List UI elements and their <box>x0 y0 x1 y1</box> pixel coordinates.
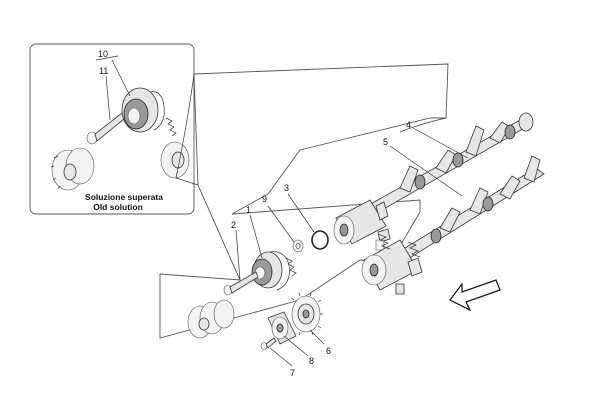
screw <box>260 337 277 350</box>
inset-variator-pulley <box>121 87 165 133</box>
camshaft-hub-lower <box>361 239 423 295</box>
leader-5 <box>389 145 463 197</box>
leader-2 <box>235 229 241 281</box>
inset-gear-right <box>160 141 190 179</box>
head-edge-inner <box>399 117 447 133</box>
leader-10 <box>95 55 119 61</box>
callout-6: 6 <box>326 346 331 356</box>
o-ring <box>311 230 329 250</box>
pulley-spring <box>285 257 297 277</box>
leader-6 <box>309 329 325 345</box>
leader-1 <box>249 214 263 259</box>
camshaft-upper <box>359 112 534 219</box>
callout-1: 1 <box>246 205 251 215</box>
valve-spring-1 <box>377 233 391 250</box>
drive-gear <box>290 292 323 336</box>
leader-10b <box>111 59 131 97</box>
camshaft-lower <box>391 155 545 265</box>
leader-4 <box>412 127 469 159</box>
head-edge-left <box>175 73 199 186</box>
inset-spring <box>165 117 177 137</box>
callout-4: 4 <box>406 120 411 130</box>
leader-8 <box>283 335 309 357</box>
front-direction-arrow-icon <box>449 279 501 312</box>
cylinder-head-outline <box>159 63 449 339</box>
callout-2: 2 <box>231 220 236 230</box>
callout-7: 7 <box>290 368 295 378</box>
callout-11: 11 <box>99 66 108 76</box>
inset-gear-cluster-left <box>50 147 95 191</box>
tone-wheel-flange <box>267 311 297 345</box>
valve-spring-2 <box>407 241 421 258</box>
callout-5: 5 <box>383 137 388 147</box>
gear-cluster-main <box>187 299 235 339</box>
inset-caption-line1: Soluzione superata <box>85 192 163 202</box>
inset-bolt <box>86 109 130 145</box>
callout-9: 9 <box>262 194 267 204</box>
washer <box>292 239 304 253</box>
callout-10: 10 <box>98 49 108 59</box>
leader-9 <box>267 205 295 243</box>
leader-11 <box>105 75 111 121</box>
camshaft-hub-upper <box>333 199 391 251</box>
leader-7 <box>269 347 293 367</box>
inset-caption-line2: Old solution <box>93 202 143 212</box>
callout-3: 3 <box>284 183 289 193</box>
bolt <box>223 271 259 296</box>
leader-3 <box>287 193 315 233</box>
callout-8: 8 <box>309 356 314 366</box>
